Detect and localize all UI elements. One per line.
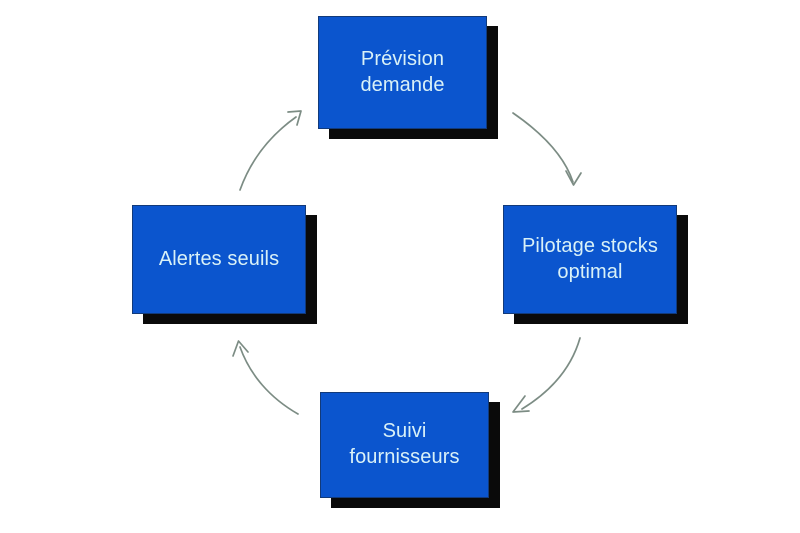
node-prevision-demande[interactable]: Prévision demande [318,16,487,129]
connector-alertes-to-prevision [239,110,302,191]
node-pilotage-stocks-optimal[interactable]: Pilotage stocks optimal [503,205,677,314]
node-label-suivi-fournisseurs: Suivi fournisseurs [349,420,460,468]
node-suivi-fournisseurs[interactable]: Suivi fournisseurs [320,392,489,498]
connector-prevision-to-pilotage [512,112,582,186]
connector-pilotage-to-suivi [512,337,581,413]
node-label-pilotage-stocks-optimal: Pilotage stocks optimal [521,234,658,283]
node-label-prevision-demande: Prévision demande [360,47,445,96]
node-alertes-seuils[interactable]: Alertes seuils [132,205,306,314]
connector-suivi-to-alertes [232,340,299,415]
node-label-alertes-seuils: Alertes seuils [158,247,280,270]
